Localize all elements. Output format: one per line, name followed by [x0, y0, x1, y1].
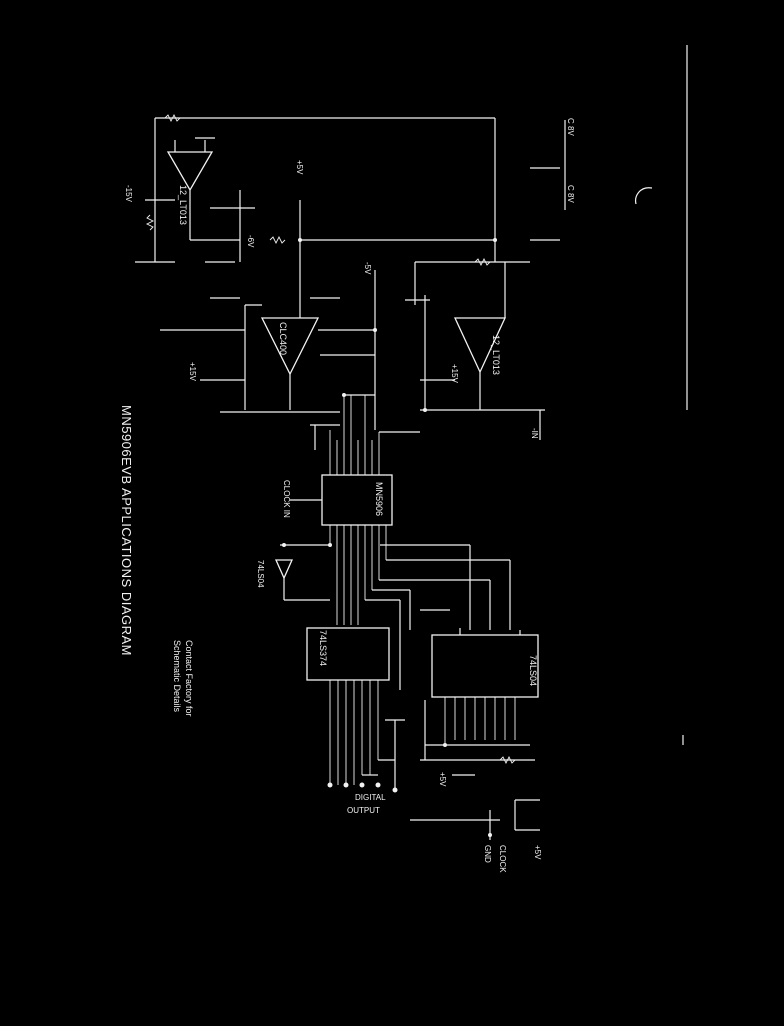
label-neg5: -5V: [363, 262, 372, 275]
opamp-second-symbol: [453, 317, 507, 374]
note-line-2: Schematic Details: [172, 640, 182, 713]
chip-label-clc400: CLC400: [278, 322, 288, 355]
label-5v-b: +5V: [438, 772, 447, 787]
chip-label-mn5906: MN5906: [374, 482, 384, 516]
amplifier-second: [405, 257, 545, 440]
label-gnd: GND: [483, 845, 492, 863]
label-15v-b: +15V: [450, 364, 459, 384]
label-clock: CLOCK: [498, 845, 507, 873]
chip-label-amp-second: 12_LT013: [491, 335, 501, 375]
junction-dots: [282, 238, 497, 793]
gate-symbol: [274, 559, 294, 580]
label-vcc-top: -15V: [124, 185, 133, 203]
label-pwr-b: C 8V: [566, 185, 575, 203]
label-ls04: 74LS04: [256, 560, 265, 588]
opamp-clc400-symbol: [260, 317, 320, 376]
registration-arc: [635, 187, 653, 205]
output-network: [410, 799, 540, 840]
diagram-title: MN5906EVB APPLICATIONS DIAGRAM: [119, 405, 134, 656]
label-pwr-a: C 8V: [566, 118, 575, 136]
ls374-output-pins: [329, 680, 405, 790]
label-digital-output-2: OUTPUT: [347, 806, 380, 815]
label-clock-in: CLOCK IN: [282, 480, 291, 518]
chip-dac: [431, 634, 539, 698]
chip-label-74ls374: 74LS374: [318, 630, 328, 666]
chip-label-dac: 74LS04: [528, 655, 538, 686]
amplifier-clc400: [160, 270, 376, 430]
label-v-right: +5V: [533, 845, 542, 860]
chip-74ls374: [306, 627, 390, 681]
note-line-1: Contact Factory for: [184, 640, 194, 717]
amplifier-top: [135, 113, 495, 263]
label-ref-a: -6V: [246, 235, 255, 248]
label-analog-in: -IN: [530, 428, 539, 439]
opamp-top-symbol: [166, 151, 214, 192]
dac-pins: [420, 628, 535, 761]
mn5906-top-pins: [310, 394, 420, 475]
chip-label-amp-top: 12_LT013: [178, 185, 188, 225]
mn5906-bottom-pins: [280, 525, 511, 690]
label-digital-output-1: DIGITAL: [355, 793, 386, 802]
resistor-dac: [499, 755, 516, 765]
label-5v-a: +5V: [295, 160, 304, 175]
label-15v: +15V: [188, 362, 197, 382]
